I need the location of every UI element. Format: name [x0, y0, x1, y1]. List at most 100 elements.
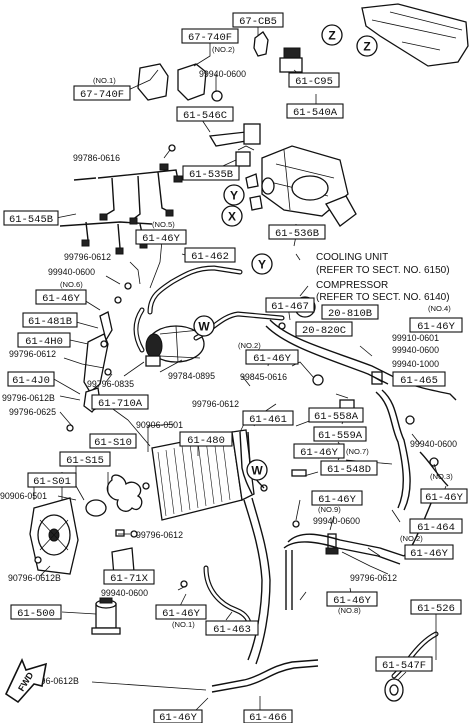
marker-w-a: [193, 315, 215, 337]
fastener-99796-0612-e: 99796-0612: [350, 573, 397, 583]
marker-w-b-label: W: [251, 464, 263, 478]
fastener-99940-0600-f: 99940-0600: [101, 588, 148, 598]
part-61-547f: 61-547F: [382, 660, 426, 672]
fastener-99786-0616: 99786-0616: [73, 153, 120, 163]
fastener-90906-0501-a: 90906-0501: [136, 420, 183, 430]
part-61-4j0: 61-4J0: [12, 375, 50, 387]
part-61-559a: 61-559A: [318, 430, 363, 442]
front-arrow-icon: FWD: [4, 657, 48, 704]
pressure-switch-icon: [291, 469, 307, 477]
part-61-s15: 61-S15: [66, 455, 104, 467]
fastener-99910-0601: 99910-0601: [392, 333, 439, 343]
part-61-466: 61-466: [249, 712, 287, 723]
part-61-s10: 61-S10: [94, 437, 132, 449]
marker-z-a: [321, 24, 343, 46]
part-61-c95: 61-C95: [295, 76, 333, 88]
note-no5: (NO.5): [152, 220, 175, 229]
part-61-545b: 61-545B: [9, 214, 53, 226]
part-61-46y-no5: 61-46Y: [142, 233, 181, 245]
part-61-535b: 61-535B: [189, 169, 233, 181]
fastener-99796-0612-d: 99796-0612: [136, 530, 183, 540]
part-61-46y-no2-mid: 61-46Y: [253, 353, 292, 365]
part-61-46y-no9: 61-46Y: [318, 494, 357, 506]
callout-compressor: COMPRESSOR: [316, 280, 388, 291]
fastener-99796-0612-b: 99796-0612: [9, 349, 56, 359]
part-61-526: 61-526: [417, 603, 455, 615]
part-20-820c: 20-820C: [302, 325, 346, 337]
bracket-right-icon: [177, 63, 207, 101]
note-no3: (NO.3): [430, 472, 453, 481]
part-number-labels: 67-CB5 67-740F (NO.2) (NO.1) 67-740F 999…: [0, 12, 468, 723]
part-20-810b: 20-810B: [328, 308, 372, 320]
fastener-99796-0612-a: 99796-0612: [64, 252, 111, 262]
part-61-500: 61-500: [17, 608, 55, 620]
fastener-99940-0600-top: 99940-0600: [199, 69, 246, 79]
note-no2-mid: (NO.2): [238, 341, 261, 350]
fastener-99845-0616: 99845-0616: [240, 372, 287, 382]
bracket-left-icon: [137, 63, 169, 101]
fastener-99940-1000: 99940-1000: [392, 359, 439, 369]
part-61-546c: 61-546C: [183, 110, 227, 122]
wire-harness-icon: [59, 163, 183, 255]
fastener-99796-0625: 99796-0625: [9, 407, 56, 417]
clip-icon: [253, 31, 269, 57]
marker-y-b: [251, 253, 273, 275]
note-no2-top: (NO.2): [212, 45, 235, 54]
part-illustrations: [29, 3, 469, 702]
compressor-icon: [145, 325, 205, 367]
note-no1-bottom: (NO.1): [172, 620, 195, 629]
part-61-461: 61-461: [249, 414, 287, 426]
part-61-46y-no7: 61-46Y: [300, 447, 339, 459]
part-61-462: 61-462: [191, 251, 229, 263]
note-no1: (NO.1): [93, 76, 116, 85]
part-61-467: 61-467: [271, 301, 309, 313]
marker-z-b-label: Z: [363, 40, 370, 54]
marker-z-a-label: Z: [328, 29, 335, 43]
callout-cooling-unit: COOLING UNIT: [316, 252, 388, 263]
part-61-548d: 61-548D: [327, 464, 371, 476]
blower-resistor-icon: [235, 151, 251, 167]
marker-y-b-label: Y: [258, 258, 266, 272]
bolt-icons: [34, 144, 439, 588]
fastener-99940-0600-e: 99940-0600: [313, 516, 360, 526]
part-61-481b: 61-481B: [28, 316, 72, 328]
condenser-icon: [151, 429, 255, 521]
condenser-fan-icon: [29, 474, 143, 575]
marker-w-a-label: W: [198, 320, 210, 334]
fastener-99796-0835: 99796-0835: [87, 379, 134, 389]
fastener-99940-0600-b: 99940-0600: [48, 267, 95, 277]
marker-y-a: [223, 184, 245, 206]
callout-cooling-ref: (REFER TO SECT. NO. 6150): [316, 265, 450, 276]
part-61-463: 61-463: [213, 624, 251, 636]
dashboard-panel-icon: [361, 3, 469, 67]
part-61-46y-bottom: 61-46Y: [159, 712, 198, 723]
part-61-46y-no6: 61-46Y: [42, 293, 81, 305]
part-61-480: 61-480: [187, 435, 225, 447]
callout-compressor-ref: (REFER TO SECT. NO. 6140): [316, 292, 450, 303]
fastener-90906-0501-b: 90906-0501: [0, 491, 47, 501]
marker-w-b: [246, 459, 268, 481]
fastener-99940-0600-c: 99940-0600: [392, 345, 439, 355]
part-61-4h0: 61-4H0: [25, 336, 63, 348]
fastener-99784-0895: 99784-0895: [168, 371, 215, 381]
part-61-464: 61-464: [417, 522, 455, 534]
part-67-cb5: 67-CB5: [239, 16, 277, 28]
fastener-90796-0612b-a: 90796-0612B: [8, 573, 61, 583]
part-61-46y-no1: 61-46Y: [162, 608, 201, 620]
part-61-710a: 61-710A: [98, 398, 143, 410]
marker-z-b: [356, 35, 378, 57]
part-61-71x: 61-71X: [110, 573, 149, 585]
note-no9: (NO.9): [318, 505, 341, 514]
part-67-740f-upper: 67-740F: [188, 32, 232, 44]
part-61-558a: 61-558A: [314, 411, 359, 423]
part-61-536b: 61-536B: [275, 228, 319, 240]
fastener-90796-0612b-b: 90796-0612B: [26, 676, 79, 686]
fastener-99796-0612-c: 99796-0612: [192, 399, 239, 409]
note-no6: (NO.6): [60, 280, 83, 289]
fastener-99796-0612b-a: 99796-0612B: [2, 393, 55, 403]
circle-markers: Z Z Y X Y X W W: [193, 24, 378, 481]
note-no2-low: (NO.2): [400, 534, 423, 543]
part-61-46y-no3: 61-46Y: [425, 492, 464, 504]
note-no8: (NO.8): [338, 606, 361, 615]
